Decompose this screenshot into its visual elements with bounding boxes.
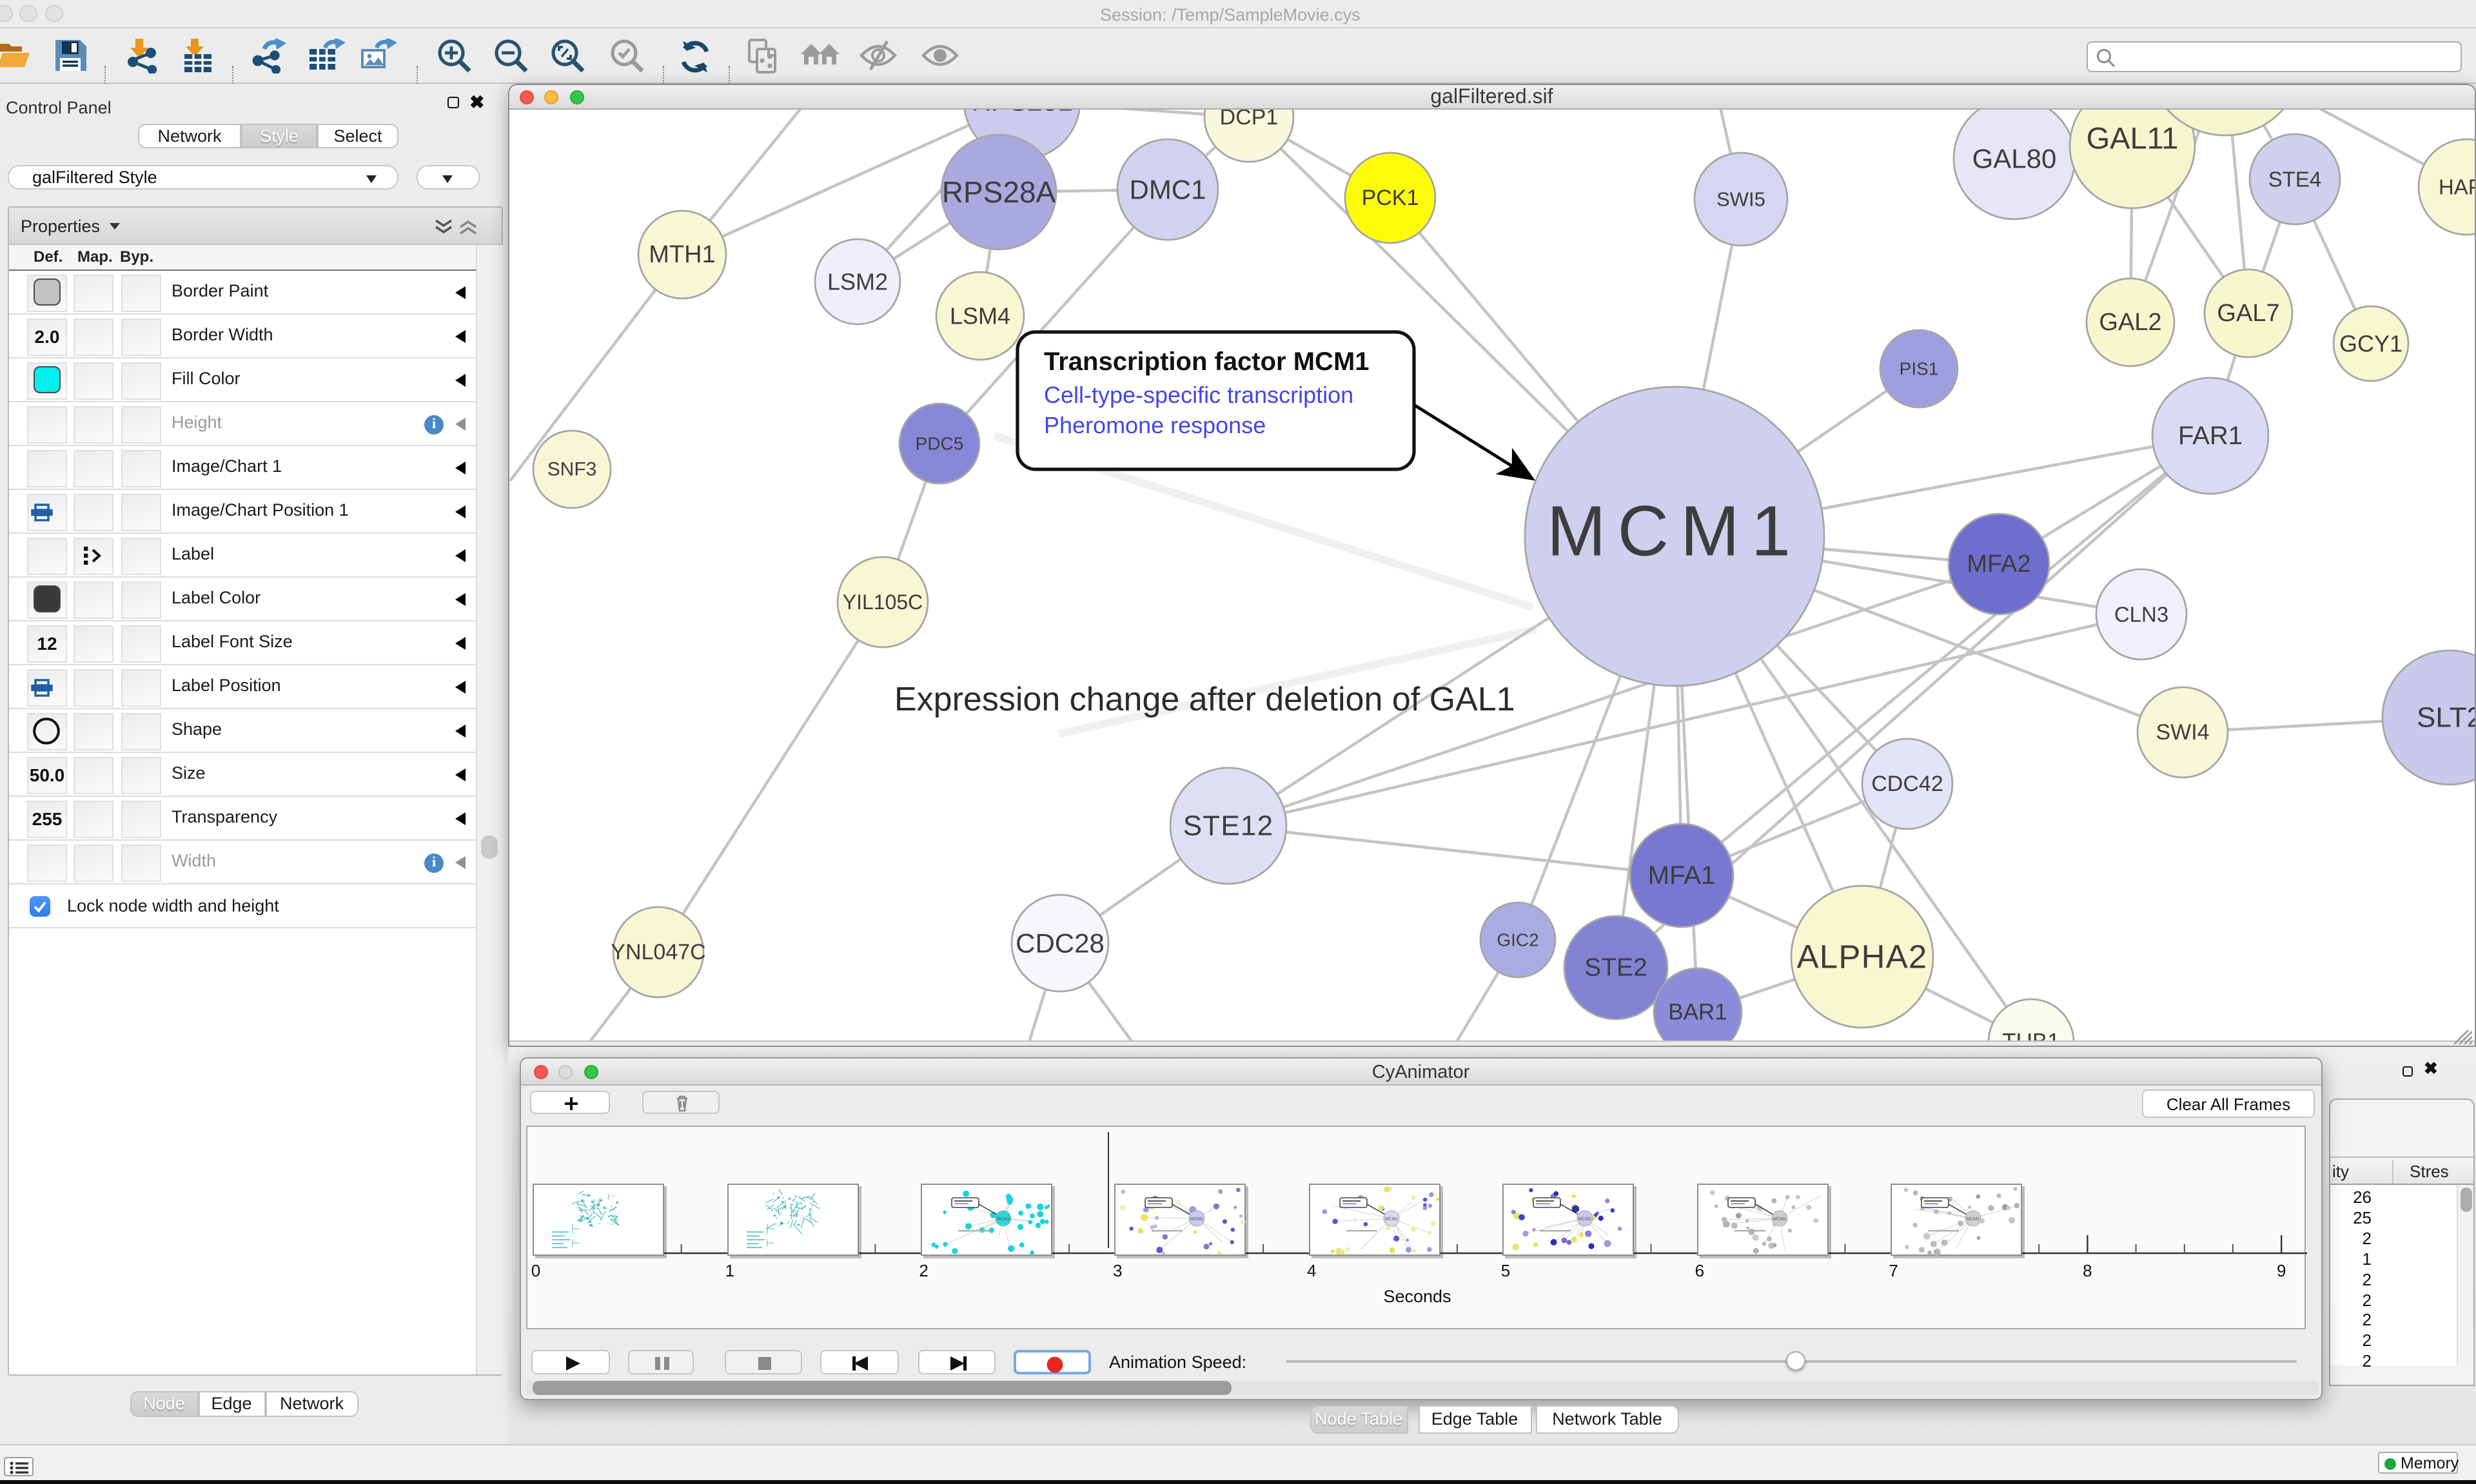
svg-text:DCP1: DCP1 <box>1219 110 1278 130</box>
svg-text:GAL80: GAL80 <box>1972 143 2056 173</box>
svg-text:YNL047C: YNL047C <box>610 940 705 964</box>
svg-text:MFA2: MFA2 <box>1966 551 2030 578</box>
svg-text:MCM1: MCM1 <box>997 1216 1010 1221</box>
svg-text:GAL2: GAL2 <box>2098 309 2161 336</box>
svg-text:4: 4 <box>1306 1261 1315 1280</box>
svg-text:ALPHA2: ALPHA2 <box>1796 938 1927 975</box>
svg-text:CDC42: CDC42 <box>1871 772 1942 796</box>
svg-text:DMC1: DMC1 <box>1128 174 1205 204</box>
svg-text:6: 6 <box>1695 1261 1704 1280</box>
svg-text:Transcription factor MCM1: Transcription factor MCM1 <box>1043 347 1369 376</box>
svg-text:RPS28L: RPS28L <box>971 110 1072 117</box>
svg-text:SWI5: SWI5 <box>1716 188 1765 210</box>
svg-text:0: 0 <box>531 1261 540 1280</box>
svg-text:GAL7: GAL7 <box>2216 300 2279 327</box>
svg-text:9: 9 <box>2276 1261 2285 1280</box>
svg-text:SLT2: SLT2 <box>2416 701 2476 733</box>
svg-text:RPS28A: RPS28A <box>941 175 1056 209</box>
svg-text:8: 8 <box>2082 1261 2091 1280</box>
svg-text:GIC2: GIC2 <box>1496 930 1538 950</box>
svg-text:Pheromone response: Pheromone response <box>1043 412 1265 438</box>
svg-text:STE2: STE2 <box>1584 953 1647 981</box>
svg-text:MTH1: MTH1 <box>648 241 714 268</box>
svg-text:Expression change after deleti: Expression change after deletion of GAL1 <box>894 681 1515 718</box>
svg-text:GCY1: GCY1 <box>2339 330 2402 356</box>
svg-text:MCM1: MCM1 <box>1773 1216 1786 1221</box>
svg-text:MCM1: MCM1 <box>1546 491 1802 571</box>
svg-text:Seconds: Seconds <box>1382 1287 1450 1305</box>
svg-text:HAP2: HAP2 <box>2438 175 2476 199</box>
svg-text:MCM1: MCM1 <box>1384 1216 1398 1221</box>
svg-text:5: 5 <box>1500 1261 1509 1280</box>
svg-text:STE4: STE4 <box>2268 167 2321 191</box>
svg-text:GAL11: GAL11 <box>2086 121 2178 155</box>
svg-text:1: 1 <box>725 1261 734 1280</box>
svg-text:CLN3: CLN3 <box>2114 602 2168 626</box>
svg-text:YIL105C: YIL105C <box>842 591 923 614</box>
svg-text:CDC28: CDC28 <box>1015 928 1104 958</box>
svg-text:PDC5: PDC5 <box>915 433 963 453</box>
svg-text:7: 7 <box>1888 1261 1897 1280</box>
svg-text:SNF3: SNF3 <box>547 458 596 480</box>
svg-text:TUB1: TUB1 <box>2001 1029 2059 1040</box>
svg-text:MCM1: MCM1 <box>1190 1216 1204 1221</box>
svg-text:Cell-type-specific transcripti: Cell-type-specific transcription <box>1043 382 1353 408</box>
svg-text:PIS1: PIS1 <box>1899 358 1938 378</box>
svg-text:MCM1: MCM1 <box>1578 1216 1592 1221</box>
svg-text:PCK1: PCK1 <box>1361 186 1419 210</box>
svg-text:MFA1: MFA1 <box>1647 861 1715 890</box>
svg-text:FAR1: FAR1 <box>2177 422 2242 450</box>
svg-text:3: 3 <box>1112 1261 1121 1280</box>
svg-text:SWI4: SWI4 <box>2155 720 2208 745</box>
svg-text:LSM4: LSM4 <box>949 302 1010 329</box>
svg-text:LSM2: LSM2 <box>827 268 887 295</box>
svg-text:BAR1: BAR1 <box>1667 999 1726 1024</box>
svg-text:MCM1: MCM1 <box>1966 1216 1980 1221</box>
svg-text:2: 2 <box>918 1261 927 1280</box>
svg-text:STE12: STE12 <box>1183 810 1273 841</box>
